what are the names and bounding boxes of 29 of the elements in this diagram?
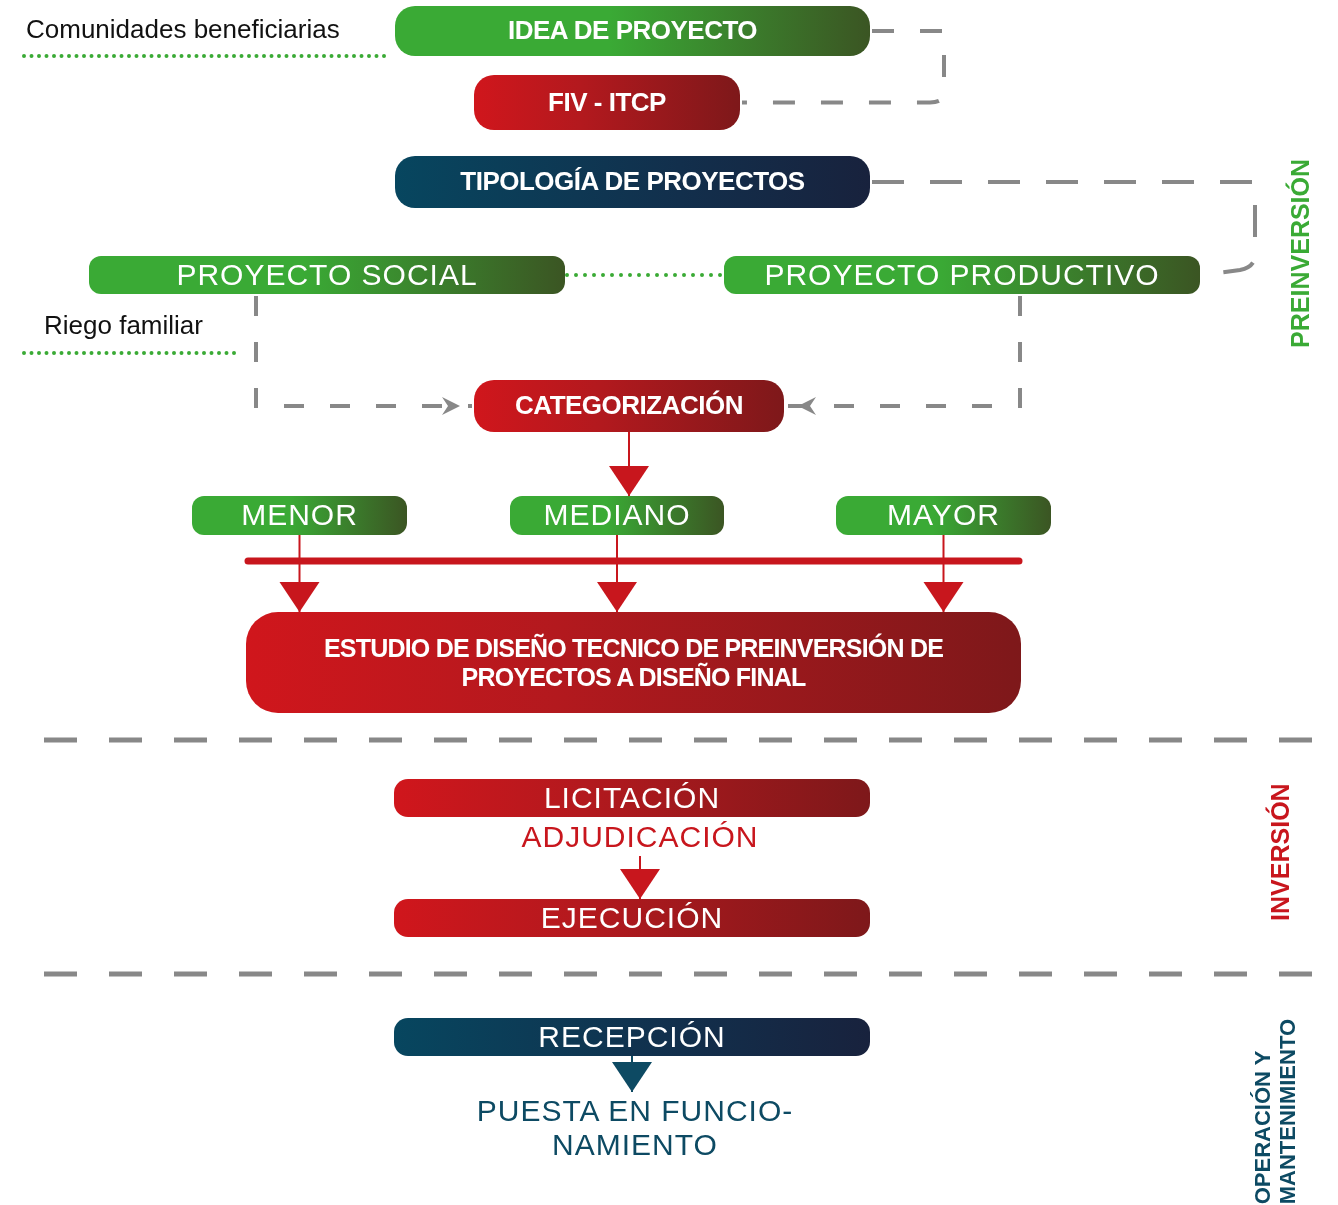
process-box: MEDIANO: [510, 496, 724, 535]
side-note: Riego familiar: [44, 310, 203, 341]
dashed-connector: [742, 29, 946, 105]
process-box: ESTUDIO DE DISEÑO TECNICO DE PREINVERSIÓN DE PROYECTOS A DISEÑO FINAL: [246, 612, 1021, 713]
process-box: CATEGORIZACIÓN: [474, 380, 784, 432]
process-box: PROYECTO PRODUCTIVO: [724, 256, 1200, 294]
triangle-arrow: [620, 855, 660, 900]
triangle-arrow: [923, 534, 964, 613]
process-box: PROYECTO SOCIAL: [89, 256, 565, 294]
dashed-connector: [565, 273, 724, 277]
step-text: PUESTA EN FUNCIO- NAMIENTO: [455, 1092, 815, 1164]
dashed-arrow: [786, 296, 1022, 415]
process-box: MAYOR: [836, 496, 1051, 535]
triangle-arrow: [609, 431, 649, 497]
step-text: ADJUDICACIÓN: [500, 818, 780, 856]
process-box: EJECUCIÓN: [394, 899, 870, 937]
process-box: TIPOLOGÍA DE PROYECTOS: [395, 156, 870, 208]
process-box: RECEPCIÓN: [394, 1018, 870, 1056]
section-title: OPERACIÓN Y MANTENIMIENTO: [1249, 1017, 1301, 1204]
triangle-arrow: [612, 1055, 652, 1093]
side-note: Comunidades beneficiarias: [26, 14, 340, 45]
section-title: PREINVERSIÓN: [1285, 162, 1315, 348]
section-title: INVERSIÓN: [1265, 785, 1295, 921]
process-box: LICITACIÓN: [394, 779, 870, 817]
triangle-arrow: [279, 534, 320, 613]
process-box: IDEA DE PROYECTO: [395, 6, 870, 56]
process-box: MENOR: [192, 496, 407, 535]
triangle-arrow: [597, 534, 637, 613]
process-box: FIV - ITCP: [474, 75, 740, 130]
